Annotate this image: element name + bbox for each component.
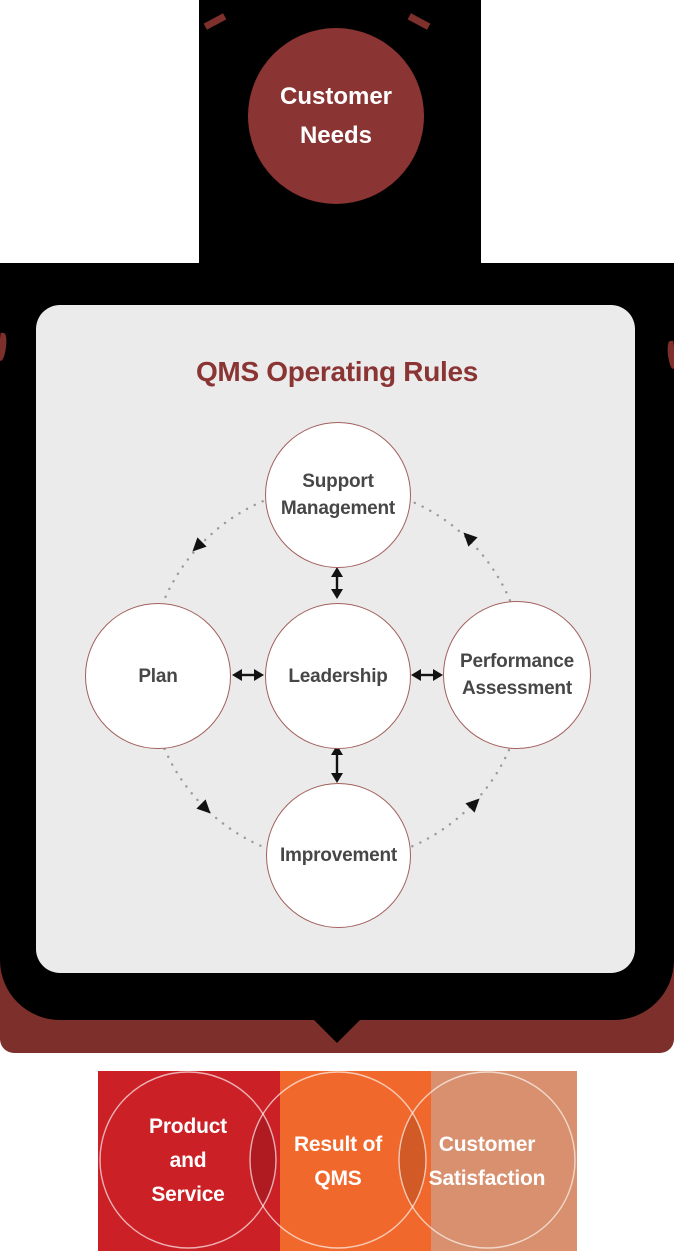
node-performance-assessment-label: Performance Assessment <box>460 651 574 699</box>
output-label-result-qms: Result of QMS <box>293 1133 383 1190</box>
output-banner-graphic <box>98 1071 577 1251</box>
output-label-customer-satisfaction: Customer Satisfaction <box>428 1133 546 1190</box>
qms-title: QMS Operating Rules <box>195 356 479 387</box>
node-plan-label: Plan <box>138 665 178 687</box>
output-panel-result <box>280 1071 431 1251</box>
output-label-product-service: Product and Service <box>149 1115 227 1206</box>
customer-needs-node: Customer Needs <box>248 28 424 204</box>
node-improvement: Improvement <box>266 783 411 928</box>
node-performance-assessment: Performance Assessment <box>443 601 591 749</box>
funnel-down-arrow <box>314 1020 360 1043</box>
node-leadership: Leadership <box>265 603 411 749</box>
output-circle-result <box>249 1071 427 1249</box>
node-support-management-label: Support Management <box>280 471 396 519</box>
output-circle-outlines <box>99 1071 576 1249</box>
customer-needs-label: Customer Needs <box>279 83 393 149</box>
node-plan: Plan <box>85 603 231 749</box>
output-circle-customer <box>398 1071 576 1249</box>
output-circle-product <box>99 1071 277 1249</box>
node-support-management: Support Management <box>265 422 411 568</box>
node-improvement-label: Improvement <box>279 845 398 866</box>
node-leadership-label: Leadership <box>288 665 388 687</box>
output-banner <box>98 1071 577 1251</box>
